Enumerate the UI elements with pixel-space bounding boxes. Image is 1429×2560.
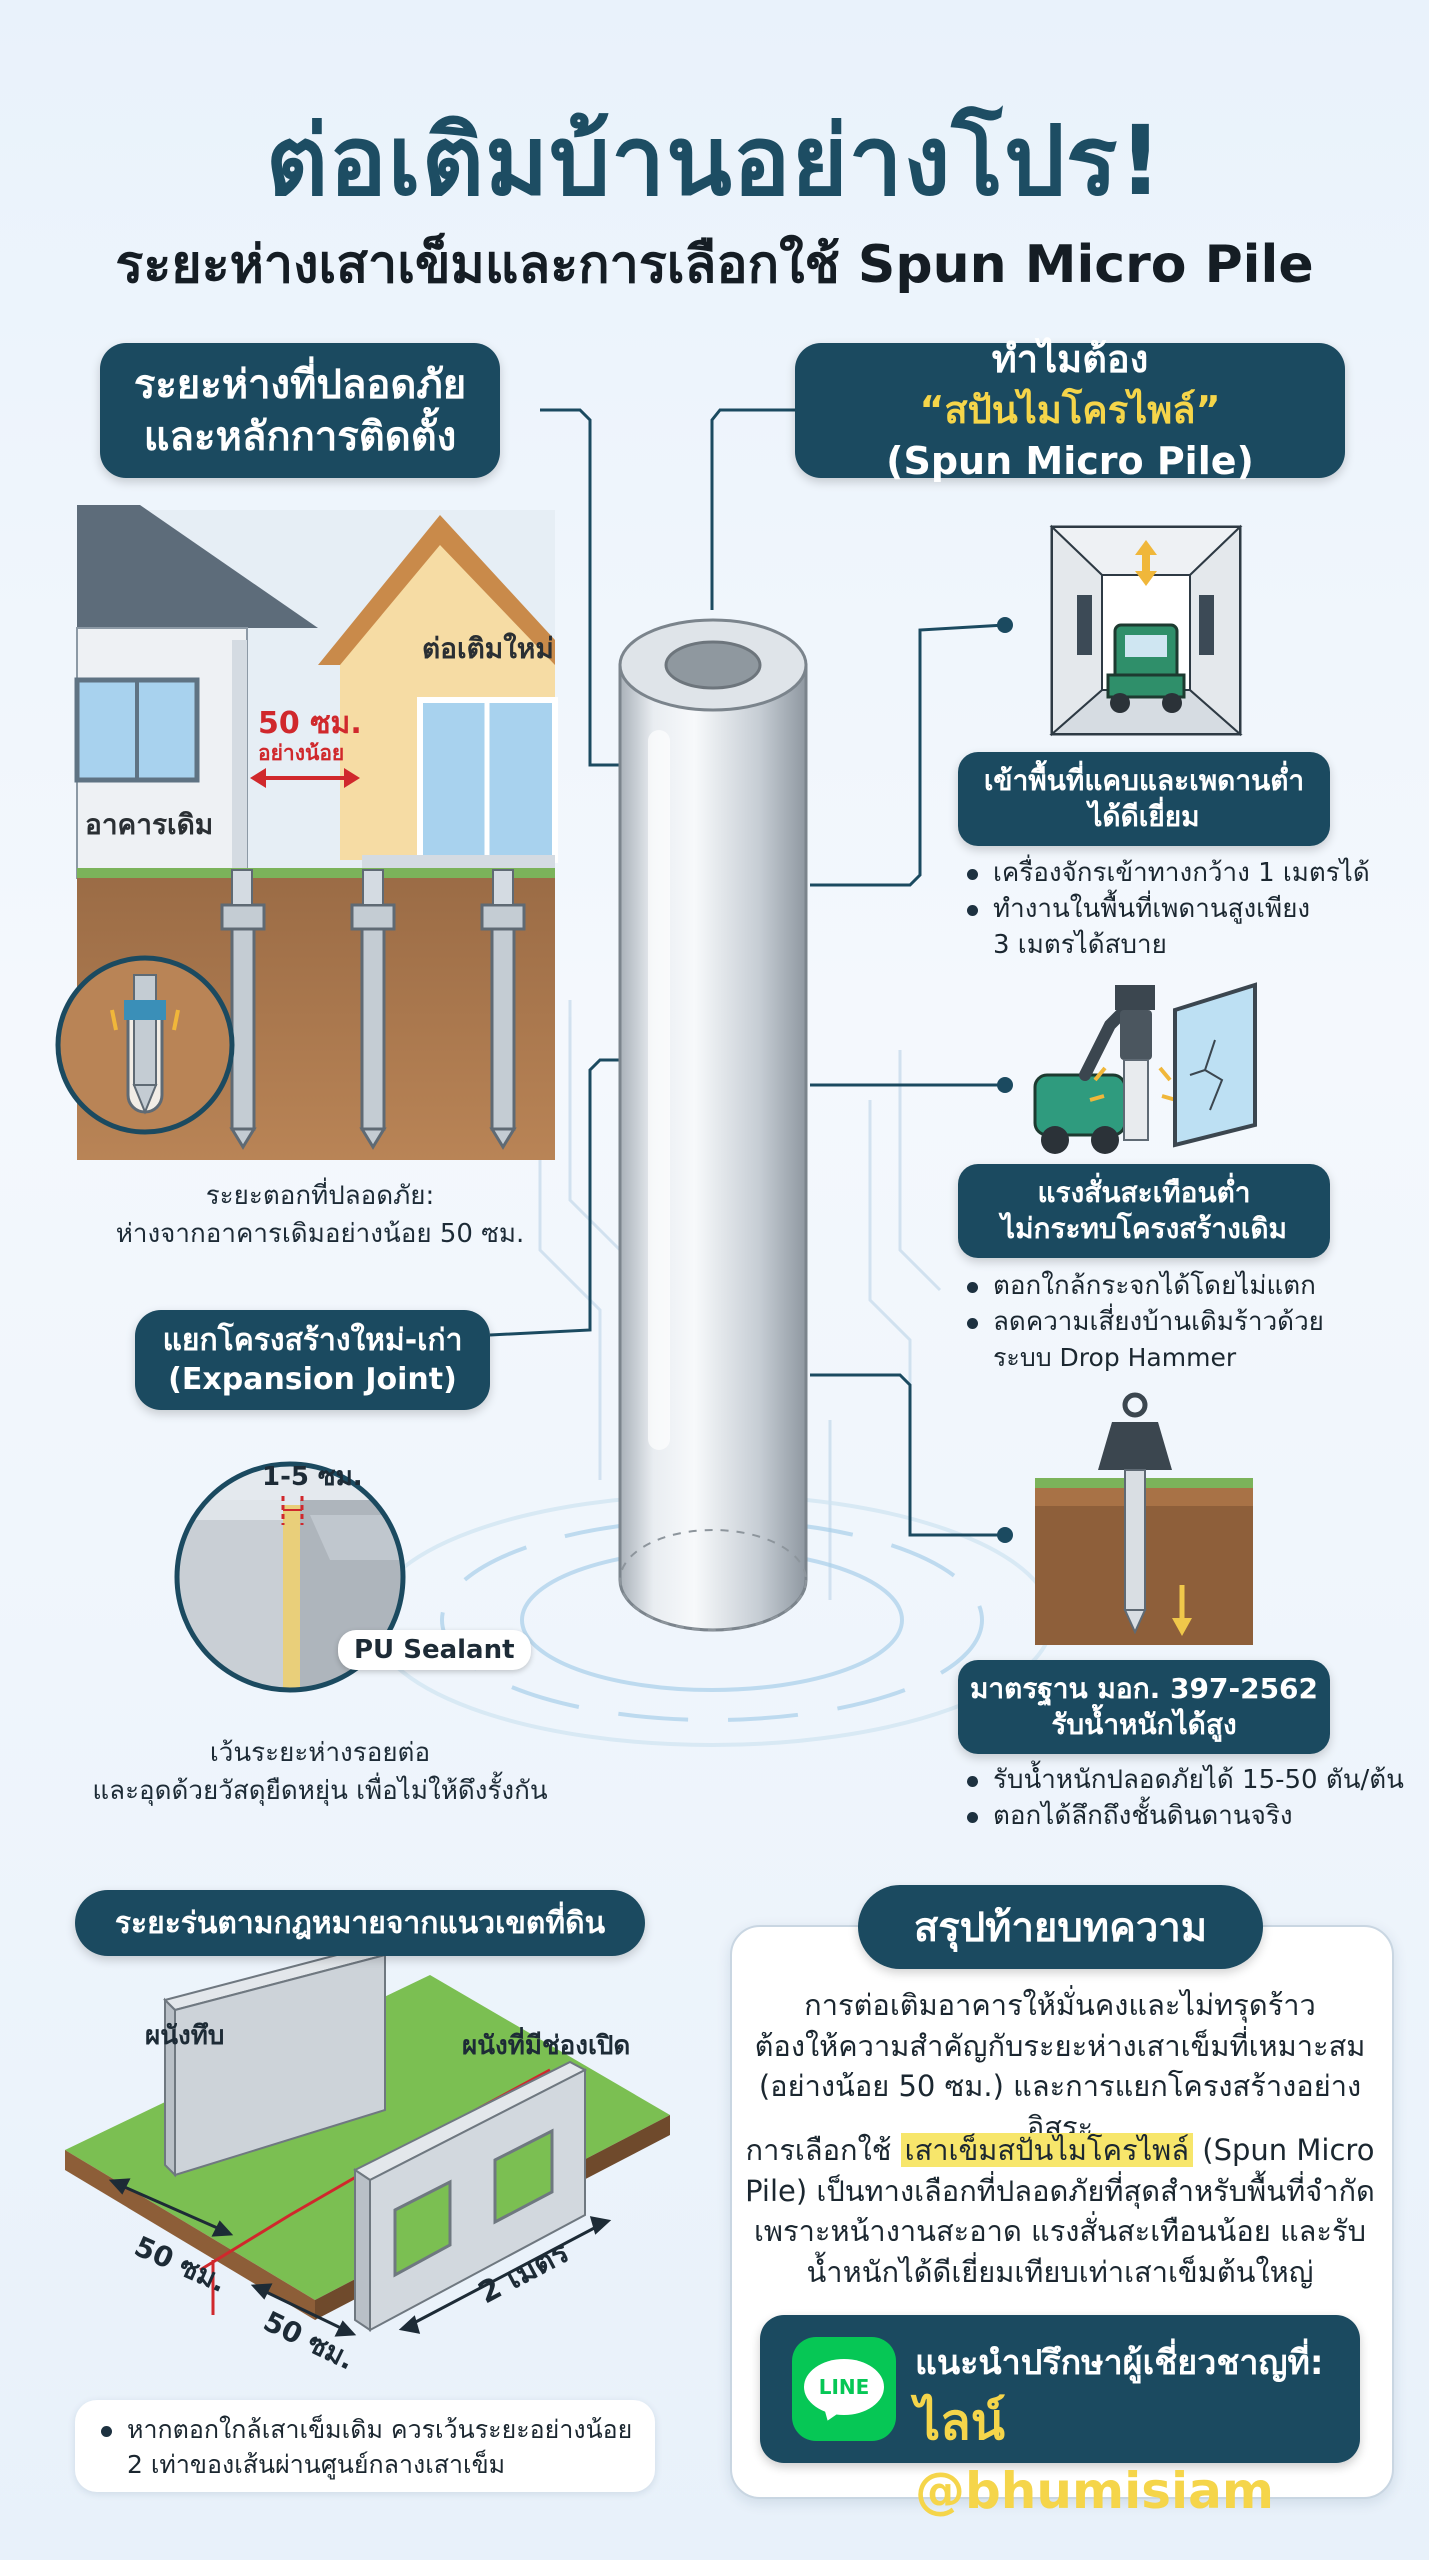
benefit-3-points: รับน้ำหนักปลอดภัยได้ 15-50 ตัน/ต้น ตอกได… — [963, 1762, 1404, 1835]
safe-distance-heading: ระยะห่างที่ปลอดภัย และหลักการติดตั้ง — [100, 343, 500, 478]
benefit-1-point: ทำงานในพื้นที่เพดานสูงเพียง — [963, 891, 1370, 927]
summary-heading-text: สรุปท้ายบทความ — [913, 1905, 1208, 1951]
benefit-3-title-line2: รับน้ำหนักได้สูง — [1051, 1708, 1237, 1741]
gap-note-label: อย่างน้อย — [258, 741, 345, 765]
benefit-1-point: เครื่องจักรเข้าทางกว้าง 1 เมตรได้ — [963, 855, 1370, 891]
setback-note: หากตอกใกล้เสาเข็มเดิม ควรเว้นระยะอย่างน้… — [97, 2412, 632, 2447]
expansion-joint-caption: เว้นระยะห่างรอยต่อ และอุดด้วยวัสดุยืดหยุ… — [40, 1735, 600, 1810]
benefit-2-point: ลดความเสี่ยงบ้านเดิมร้าวด้วย — [963, 1304, 1324, 1340]
expansion-joint-heading: แยกโครงสร้างใหม่-เก่า (Expansion Joint) — [135, 1310, 490, 1410]
setback-heading-text: ระยะร่นตามกฎหมายจากแนวเขตที่ดิน — [114, 1905, 606, 1941]
benefit-3-point: รับน้ำหนักปลอดภัยได้ 15-50 ตัน/ต้น — [963, 1762, 1404, 1798]
benefit-1-title: เข้าพื้นที่แคบและเพดานต่ำ ได้ดีเยี่ยม — [958, 752, 1330, 846]
benefit-2-point: ตอกใกล้กระจกได้โดยไม่แตก — [963, 1268, 1324, 1304]
spun-micro-pile-illustration — [618, 618, 808, 1632]
benefit-1-title-line2: ได้ดีเยี่ยม — [1088, 800, 1200, 833]
joint-gap-label: 1-5 ซม. — [262, 1462, 363, 1492]
setback-note-line1: หากตอกใกล้เสาเข็มเดิม ควรเว้นระยะอย่างน้… — [97, 2412, 632, 2447]
benefit-2-title-line1: แรงสั่นสะเทือนต่ำ — [1037, 1175, 1251, 1209]
safe-distance-caption-line2: ห่างจากอาคารเดิมอย่างน้อย 50 ซม. — [115, 1218, 525, 1249]
benefit-3-title: มาตรฐาน มอก. 397-2562 รับน้ำหนักได้สูง — [958, 1660, 1330, 1754]
safe-distance-caption-line1: ระยะตอกที่ปลอดภัย: — [205, 1181, 435, 1211]
benefit-2-points: ตอกใกล้กระจกได้โดยไม่แตก ลดความเสี่ยงบ้า… — [963, 1268, 1324, 1341]
benefit-2-title-line2: ไม่กระทบโครงสร้างเดิม — [1000, 1212, 1287, 1245]
summary-p2-line4: น้ำหนักได้ดีเยี่ยมเทียบเท่าเสาเข็มต้นใหญ… — [806, 2254, 1314, 2289]
summary-p2-post: (Spun Micro — [1202, 2133, 1375, 2167]
why-spun-micro-pile-heading: ทำไมต้อง “สปันไมโครไพล์” (Spun Micro Pil… — [795, 337, 1345, 483]
old-building-label: อาคารเดิม — [85, 803, 214, 847]
drop-hammer-illustration — [1035, 1392, 1253, 1645]
summary-heading: สรุปท้ายบทความ — [858, 1885, 1263, 1969]
safe-distance-heading-line1: ระยะห่างที่ปลอดภัย — [133, 361, 467, 408]
cta-prompt: แนะนำปรึกษาผู้เชี่ยวชาญที่: — [915, 2343, 1324, 2383]
summary-p1-line1: การต่อเติมอาคารให้มั่นคงและไม่ทรุดร้าว — [804, 1988, 1316, 2022]
line-app-icon: LINE — [792, 2337, 896, 2441]
summary-paragraph-2: การเลือกใช้ เสาเข็มสปันไมโครไพล์ (Spun M… — [740, 2130, 1380, 2292]
why-heading-line2: (Spun Micro Pile) — [886, 439, 1254, 484]
why-heading-line1: ทำไมต้อง “สปันไมโครไพล์” — [919, 334, 1220, 437]
expansion-joint-heading-line2: (Expansion Joint) — [168, 1362, 457, 1397]
expansion-joint-caption-line2: และอุดด้วยวัสดุยืดหยุ่น เพื่อไม่ให้ดึงรั… — [92, 1775, 548, 1806]
setback-note-card: หากตอกใกล้เสาเข็มเดิม ควรเว้นระยะอย่างน้… — [75, 2400, 655, 2492]
page-title: ต่อเติมบ้านอย่างโปร! — [265, 105, 1164, 217]
open-wall-label: ผนังที่มีช่องเปิด — [462, 2031, 631, 2061]
expansion-joint-heading-line1: แยกโครงสร้างใหม่-เก่า — [162, 1323, 463, 1358]
line-bubble-icon — [804, 2359, 884, 2415]
benefit-2-title: แรงสั่นสะเทือนต่ำ ไม่กระทบโครงสร้างเดิม — [958, 1164, 1330, 1258]
summary-p2-line1: การเลือกใช้ เสาเข็มสปันไมโครไพล์ (Spun M… — [740, 2130, 1380, 2171]
cta-line-id[interactable]: ไลน์ @bhumisiam — [915, 2393, 1274, 2520]
line-contact-button[interactable]: LINE แนะนำปรึกษาผู้เชี่ยวชาญที่: ไลน์ @b… — [760, 2315, 1360, 2520]
narrow-access-illustration — [1049, 524, 1243, 737]
summary-p2-pre: การเลือกใช้ — [745, 2133, 892, 2167]
summary-p2-line2: Pile) เป็นทางเลือกที่ปลอดภัยที่สุดสำหรับ… — [745, 2173, 1375, 2208]
line-logo-text: LINE — [818, 2375, 870, 2399]
summary-p1-line3: (อย่างน้อย 50 ซม.) และการแยกโครงสร้างอย่… — [758, 2069, 1362, 2144]
setback-heading: ระยะร่นตามกฎหมายจากแนวเขตที่ดิน — [75, 1890, 645, 1956]
summary-paragraph-1: การต่อเติมอาคารให้มั่นคงและไม่ทรุดร้าว ต… — [740, 1985, 1380, 2147]
summary-p1-line2: ต้องให้ความสำคัญกับระยะห่างเสาเข็มที่เหม… — [754, 2028, 1366, 2063]
benefit-1-title-line1: เข้าพื้นที่แคบและเพดานต่ำ — [983, 763, 1305, 797]
page-subtitle: ระยะห่างเสาเข็มและการเลือกใช้ Spun Micro… — [115, 235, 1314, 295]
setback-note-line2: 2 เท่าของเส้นผ่านศูนย์กลางเสาเข็ม — [127, 2450, 506, 2479]
low-vibration-illustration — [1033, 982, 1257, 1154]
benefit-1-point-continued: 3 เมตรได้สบาย — [993, 930, 1167, 960]
summary-p2-line3: เพราะหน้างานสะอาด แรงสั่นสะเทือนน้อย และ… — [754, 2214, 1366, 2249]
safe-distance-heading-line2: และหลักการติดตั้ง — [143, 413, 457, 460]
why-heading-highlight: “สปันไมโครไพล์” — [919, 387, 1221, 432]
benefit-3-point: ตอกได้ลึกถึงชั้นดินดานจริง — [963, 1798, 1404, 1834]
new-building-label: ต่อเติมใหม่ — [422, 632, 554, 665]
setback-diagram — [65, 1943, 670, 2337]
safe-distance-caption: ระยะตอกที่ปลอดภัย: ห่างจากอาคารเดิมอย่าง… — [60, 1178, 580, 1253]
benefit-2-point-continued: ระบบ Drop Hammer — [993, 1343, 1237, 1372]
solid-wall-label: ผนังทึบ — [145, 2021, 225, 2051]
pu-sealant-label: PU Sealant — [338, 1630, 531, 1670]
benefit-1-points: เครื่องจักรเข้าทางกว้าง 1 เมตรได้ ทำงานใ… — [963, 855, 1370, 928]
expansion-joint-caption-line1: เว้นระยะห่างรอยต่อ — [209, 1738, 431, 1768]
why-heading-prefix: ทำไมต้อง — [991, 336, 1149, 381]
gap-value-label: 50 ซม. — [258, 706, 362, 741]
benefit-3-title-line1: มาตรฐาน มอก. 397-2562 — [969, 1671, 1319, 1705]
summary-p2-highlight: เสาเข็มสปันไมโครไพล์ — [900, 2133, 1194, 2167]
